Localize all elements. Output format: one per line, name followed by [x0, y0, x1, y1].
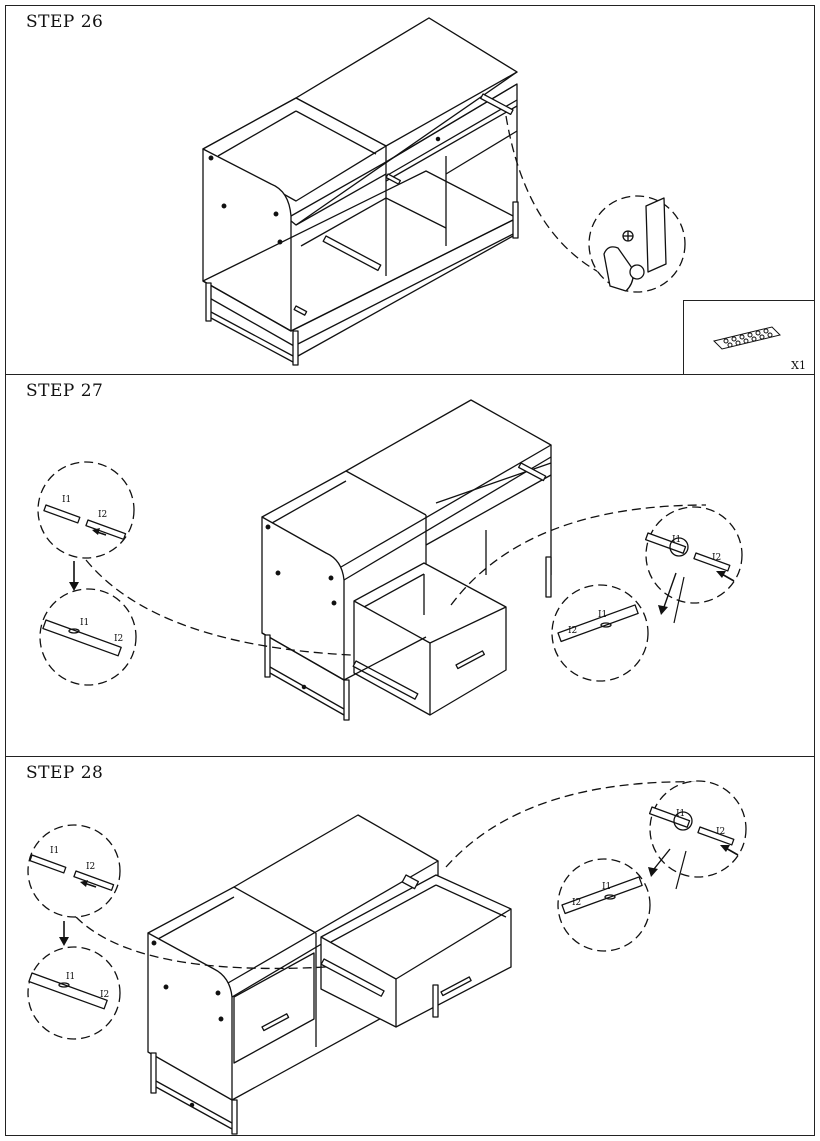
arrow-down-icon	[69, 582, 79, 591]
svg-text:I2: I2	[572, 898, 581, 908]
svg-text:I1: I1	[66, 972, 75, 982]
arrow-down-icon	[59, 937, 69, 946]
rail-label-i1: I1	[62, 495, 71, 505]
svg-text:I2: I2	[86, 862, 95, 872]
svg-text:I2: I2	[100, 990, 109, 1000]
drawer-rail	[322, 235, 382, 272]
step-26-illustration	[202, 17, 686, 366]
svg-text:I1: I1	[676, 809, 685, 819]
step-title: STEP 28	[26, 763, 104, 783]
drawer	[353, 562, 507, 716]
svg-text:I2: I2	[568, 626, 577, 636]
svg-text:I1: I1	[598, 610, 607, 620]
step-title: STEP 27	[26, 381, 104, 401]
rail-detail-circle	[645, 506, 743, 604]
adhesive-pad-sheet-icon	[713, 326, 781, 350]
drawer-handle	[261, 1013, 290, 1032]
hardware-inset: X1	[683, 300, 814, 374]
rail-detail-circle	[649, 780, 747, 878]
svg-text:I1: I1	[672, 535, 681, 545]
drawer-handle	[440, 976, 472, 997]
step-26-panel: STEP 26	[5, 5, 815, 375]
rail-detail-circle	[27, 824, 121, 918]
step-27-illustration: I1 I2 I1 I2 I1 I2 I1 I2	[37, 399, 743, 721]
svg-text:I2: I2	[716, 827, 725, 837]
svg-text:I1: I1	[50, 846, 59, 856]
svg-text:I2: I2	[114, 634, 123, 644]
step-28-panel: STEP 28	[5, 756, 815, 1136]
step-28-illustration: I1 I2 I1 I2 I1 I2 I1 I2	[27, 780, 747, 1135]
svg-text:I1: I1	[602, 882, 611, 892]
svg-text:I2: I2	[712, 553, 721, 563]
drawer-handle	[455, 650, 486, 670]
detail-leader-line	[505, 115, 607, 277]
rail-label-i2: I2	[98, 510, 107, 520]
step-27-panel: STEP 27	[5, 374, 815, 757]
hardware-quantity: X1	[791, 359, 806, 372]
svg-text:I1: I1	[80, 618, 89, 628]
step-title: STEP 26	[26, 12, 104, 32]
side-panel	[202, 148, 292, 332]
metal-leg	[205, 282, 212, 322]
